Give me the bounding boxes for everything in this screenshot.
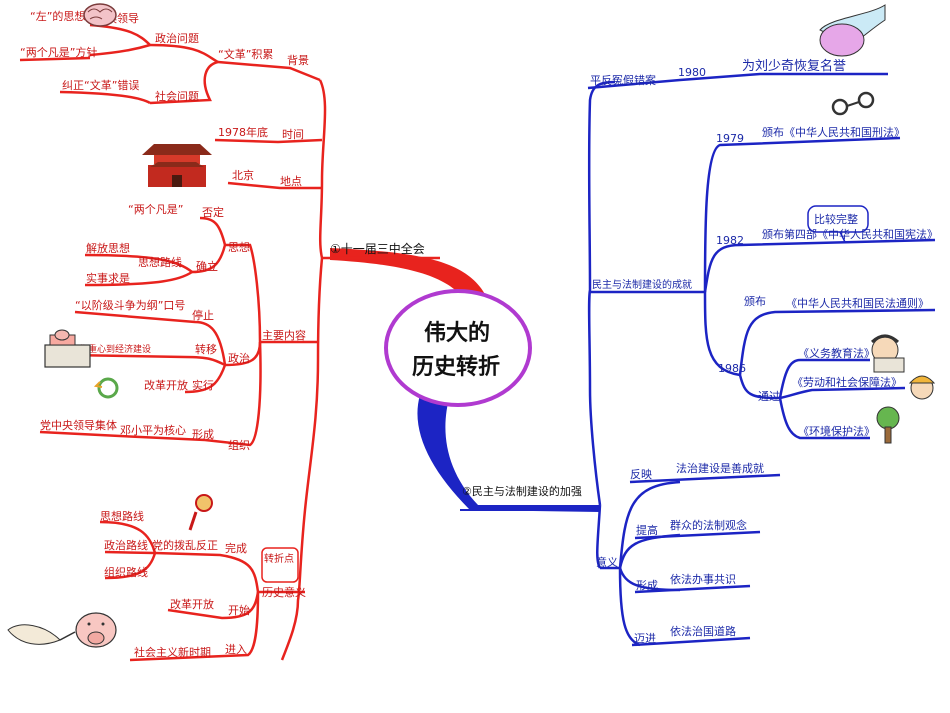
content-label: 主要内容 (262, 328, 306, 342)
left-main-branch (330, 248, 488, 308)
right-main-branch (417, 395, 600, 512)
center-title-line2: 历史转折 (412, 354, 500, 380)
significance-label: 历史意义 (262, 585, 306, 599)
pig-icon (75, 612, 117, 648)
organization-label: 组织 (228, 438, 250, 452)
criminal-law: 颁布《中华人民共和国刑法》 (762, 125, 905, 139)
shift-label: 转移 (195, 342, 217, 356)
net-icon (7, 624, 76, 645)
pen-and-cloud-icon (819, 4, 886, 57)
social-issue: 社会问题 (155, 89, 199, 103)
rehab-year: 1980 (678, 66, 706, 79)
civil-law: 《中华人民共和国民法通则》 (786, 296, 929, 310)
establish-label: 确立 (196, 259, 218, 273)
form-label-right: 形成 (636, 579, 658, 592)
two-whatevers-policy: “两个凡是”方针 (20, 45, 97, 59)
left-thought: “左”的思想 (30, 9, 85, 23)
handcuffs-icon (831, 91, 875, 116)
meaning-label: 意义 (596, 555, 618, 569)
organization-line: 组织路线 (104, 565, 148, 579)
new-period: 社会主义新时期 (134, 645, 211, 659)
year-1986: 1986 (718, 362, 746, 375)
implement-label: 实行 (192, 378, 214, 392)
politics-label: 政治 (228, 351, 250, 365)
note-callout (807, 205, 869, 233)
achievements-label: 民主与法制建设的成就 (592, 278, 692, 291)
left-connectors (19, 23, 440, 662)
education-law: 《义务教育法》 (798, 346, 875, 360)
thought-line-2: 思想路线 (100, 509, 144, 523)
deng-core: 邓小平为核心 (120, 423, 186, 437)
environment-law: 《环境保护法》 (798, 424, 875, 438)
recycle-icon (93, 377, 119, 399)
worker-icon (908, 375, 936, 400)
complete-label: 完成 (225, 541, 247, 555)
liu-rehab: 为刘少奇恢复名誉 (742, 58, 846, 74)
time-value: 1978年底 (218, 125, 268, 139)
political-issue: 政治问题 (155, 31, 199, 45)
reflect-text: 法治建设是善成就 (676, 461, 764, 475)
background-tag: “文革”积累 (218, 47, 273, 61)
cashier-icon (44, 329, 91, 368)
rehab-label: 平反冤假错案 (590, 73, 656, 87)
emancipate-mind: 解放思想 (86, 241, 130, 255)
background-label: 背景 (287, 53, 309, 67)
form-text: 依法办事共识 (670, 572, 736, 586)
advance-text: 依法治国道路 (670, 624, 736, 638)
start-label: 开始 (228, 603, 250, 617)
reflect-label: 反映 (630, 468, 652, 481)
negate-label: 否定 (202, 205, 224, 219)
central-leadership: 党中央领导集体 (40, 418, 117, 432)
thought-label: 思想 (228, 240, 250, 254)
tree-icon (876, 406, 900, 444)
enter-label: 进入 (225, 643, 247, 656)
seek-truth: 实事求是 (86, 271, 130, 285)
student-icon (870, 334, 905, 373)
form-label: 形成 (192, 428, 214, 441)
promulgate-label: 颁布 (744, 294, 766, 308)
time-label: 时间 (282, 128, 304, 141)
year-1979: 1979 (716, 132, 744, 145)
class-struggle-slogan: “以阶级斗争为纲”口号 (75, 298, 185, 312)
turning-point-box (261, 547, 299, 583)
center-title-line1: 伟大的 (424, 320, 490, 346)
turning-point: 转折点 (264, 552, 294, 565)
raise-text: 群众的法制观念 (670, 518, 747, 532)
brain-icon (83, 3, 117, 27)
center-circle (384, 289, 532, 407)
labor-law: 《劳动和社会保障法》 (792, 375, 902, 389)
complete-note: 比较完整 (814, 212, 858, 226)
reform-opening-2: 改革开放 (170, 597, 214, 611)
political-line: 政治路线 (104, 538, 148, 552)
year-1982: 1982 (716, 234, 744, 247)
gate-tower-icon (142, 144, 212, 187)
correct-errors: 纠正“文革”错误 (62, 78, 139, 92)
place-value: 北京 (232, 168, 254, 182)
pass-label: 通过 (758, 390, 780, 403)
raise-label: 提高 (636, 523, 658, 537)
constitution: 颁布第四部《中华人民共和国宪法》 (762, 227, 938, 241)
two-whatevers: “两个凡是” (128, 203, 183, 216)
right-connectors (587, 72, 936, 647)
left-branch-title: ①十一届三中全会 (330, 241, 425, 256)
chaos-to-order: 党的拨乱反正 (152, 538, 218, 552)
place-label: 地点 (280, 175, 302, 188)
right-branch-title: ②民主与法制建设的加强 (462, 484, 582, 498)
stop-label: 停止 (192, 308, 214, 322)
torch-icon (188, 494, 213, 531)
advance-label: 迈进 (634, 632, 656, 645)
reform-opening: 改革开放 (144, 378, 188, 392)
thought-line: 思想路线 (138, 255, 182, 269)
